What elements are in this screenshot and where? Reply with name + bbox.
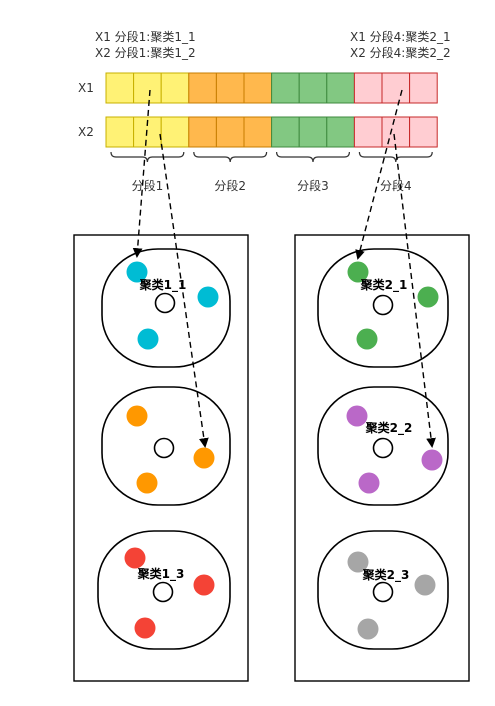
arrow-x1-seg1-to-cluster1-1 (132, 89, 151, 258)
cluster-label-2-3: 聚类2_3 (362, 567, 410, 583)
cell-x1-seg4-3 (409, 72, 438, 104)
cell-x2-seg3-3 (326, 116, 355, 148)
cluster-centroid-1-2 (153, 437, 175, 459)
cluster-centroid-1-3 (152, 581, 174, 603)
brace-seg4 (358, 151, 433, 163)
cluster-point-2-2-2 (421, 449, 443, 471)
cell-x2-seg3-2 (298, 116, 328, 148)
segment-label-3: 分段3 (297, 178, 329, 193)
cluster-point-1-1-3 (137, 328, 159, 350)
cluster-point-2-1-3 (356, 328, 378, 350)
cell-x1-seg2-3 (243, 72, 273, 104)
cell-x1-seg3-2 (298, 72, 328, 104)
cluster-point-1-2-2 (193, 447, 215, 469)
cluster-centroid-1-1 (154, 292, 176, 314)
arrow-x1-seg4-to-cluster2-1 (355, 89, 403, 260)
cell-x2-seg3-1 (271, 116, 300, 148)
cluster-point-2-1-2 (417, 286, 439, 308)
segment-label-1: 分段1 (132, 178, 164, 193)
cell-x2-seg1-3 (160, 116, 190, 148)
segment-label-4: 分段4 (380, 178, 412, 193)
row-label-x1: X1 (78, 81, 94, 95)
brace-seg2 (193, 151, 268, 163)
cell-x2-seg2-3 (243, 116, 273, 148)
cluster-point-2-2-1 (346, 405, 368, 427)
cluster-label-2-1: 聚类2_1 (360, 277, 408, 293)
cluster-panels: 聚类1_1 聚类1_3 聚类2_1 聚类2_2 聚类2_3 (73, 234, 470, 682)
row-label-x2: X2 (78, 125, 94, 139)
cluster-point-1-3-2 (193, 574, 215, 596)
cell-x1-seg1-2 (133, 72, 162, 104)
annotation-left-line2: X2 分段1:聚类1_2 (95, 45, 196, 60)
cell-x1-seg2-2 (215, 72, 245, 104)
cluster-point-2-3-2 (414, 574, 436, 596)
cluster-point-2-1-1 (347, 261, 369, 283)
cell-x1-seg1-3 (160, 72, 190, 104)
cluster-point-1-3-3 (134, 617, 156, 639)
cluster-point-2-3-1 (347, 551, 369, 573)
cell-x1-seg4-2 (381, 72, 411, 104)
sequence-rows: 分段1 分段2 分段3 分段4 (105, 72, 438, 193)
cluster-point-1-1-2 (197, 286, 219, 308)
annotation-right-line1: X1 分段4:聚类2_1 (350, 29, 451, 44)
cell-x2-seg4-1 (353, 116, 383, 148)
cell-x1-seg3-1 (271, 72, 300, 104)
cluster-centroid-2-1 (372, 294, 394, 316)
cell-x2-seg1-1 (105, 116, 135, 148)
brace-seg3 (276, 151, 350, 163)
cell-x2-seg2-1 (188, 116, 217, 148)
cluster-point-1-3-1 (124, 547, 146, 569)
cell-x1-seg1-1 (105, 72, 135, 104)
cluster-centroid-2-3 (372, 581, 394, 603)
cluster-point-2-3-3 (357, 618, 379, 640)
cluster-label-1-3: 聚类1_3 (137, 566, 185, 582)
arrow-x2-seg4-to-cluster2-2 (393, 133, 436, 448)
assignment-arrows (132, 89, 436, 448)
cell-x1-seg4-1 (353, 72, 383, 104)
cell-x1-seg3-3 (326, 72, 355, 104)
arrow-x2-seg1-to-cluster1-2 (159, 133, 209, 448)
cell-x1-seg2-1 (188, 72, 217, 104)
cell-x2-seg4-2 (381, 116, 411, 148)
cluster-point-1-2-3 (136, 472, 158, 494)
brace-seg1 (110, 151, 185, 163)
cluster-label-1-1: 聚类1_1 (139, 277, 187, 293)
cluster-point-2-2-3 (358, 472, 380, 494)
cluster-label-2-2: 聚类2_2 (365, 420, 413, 436)
cell-x2-seg2-2 (215, 116, 245, 148)
cell-x2-seg4-3 (409, 116, 438, 148)
cluster-centroid-2-2 (372, 437, 394, 459)
segment-label-2: 分段2 (214, 178, 246, 193)
cluster-point-1-2-1 (126, 405, 148, 427)
annotation-left-line1: X1 分段1:聚类1_1 (95, 29, 196, 44)
cluster-point-1-1-1 (126, 261, 148, 283)
annotation-right-line2: X2 分段4:聚类2_2 (350, 45, 451, 60)
